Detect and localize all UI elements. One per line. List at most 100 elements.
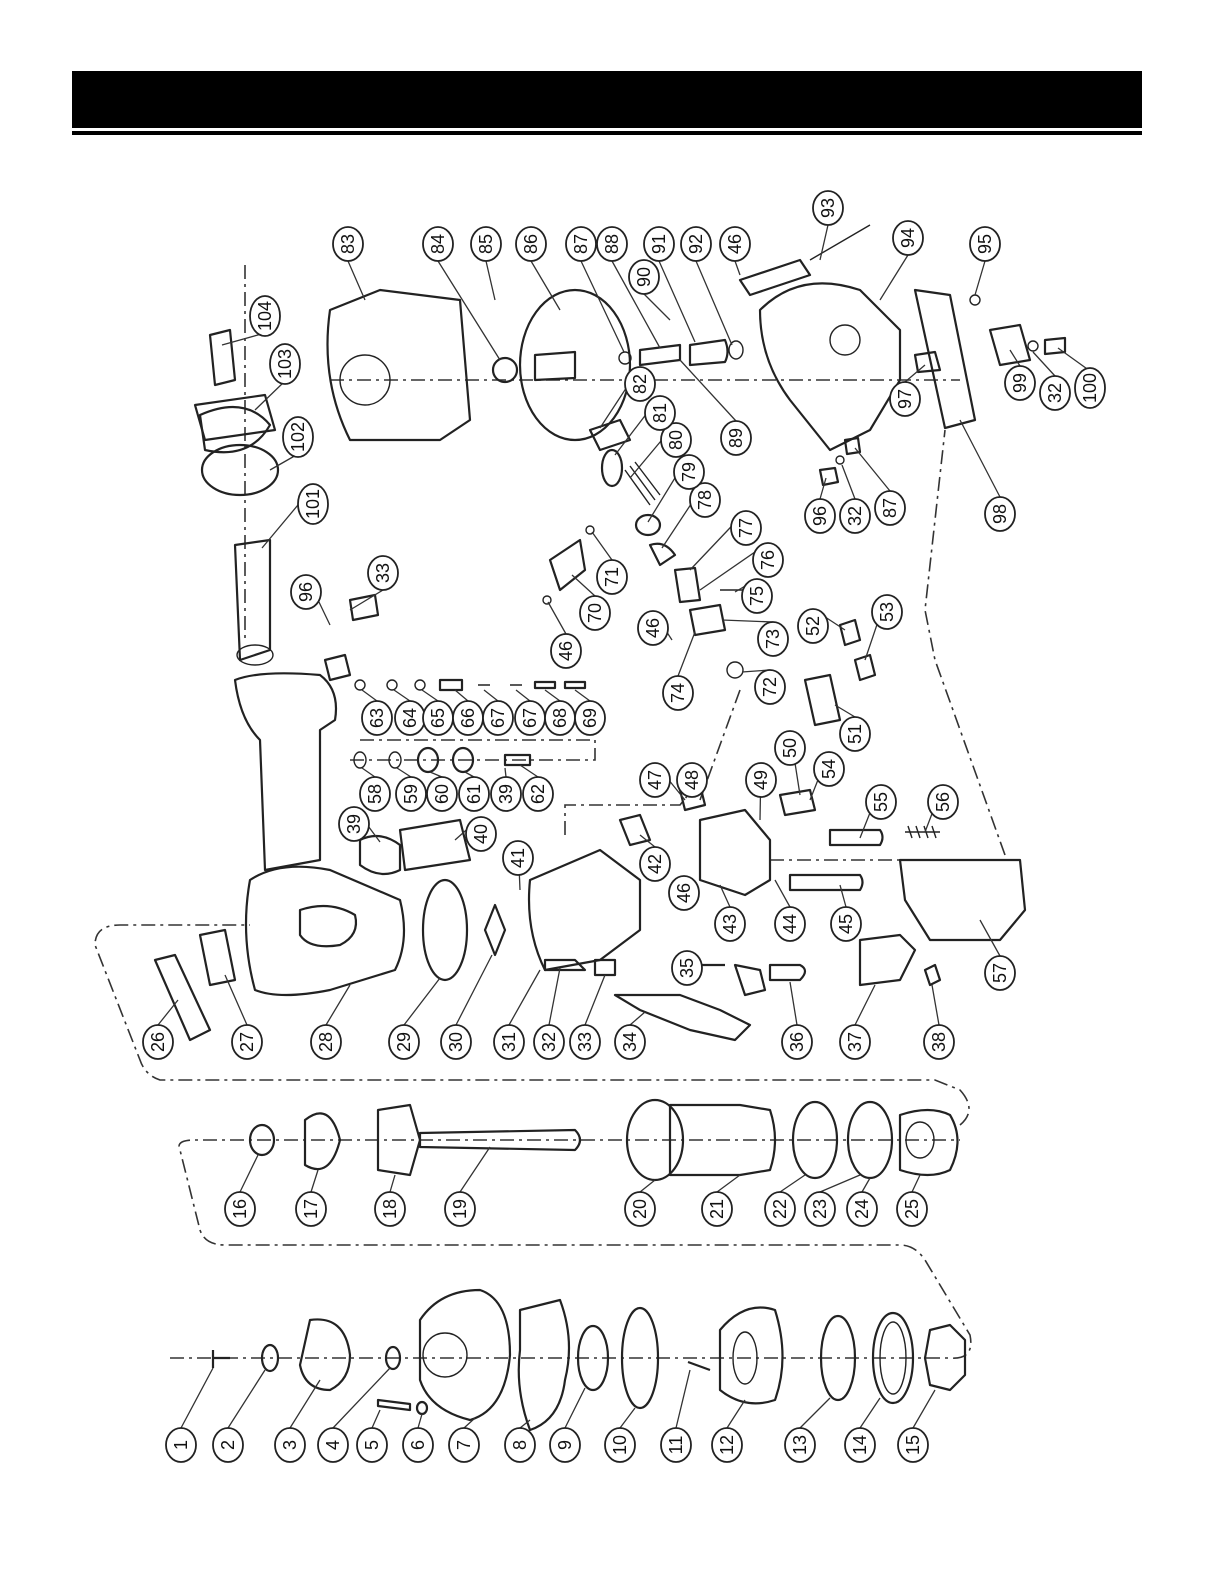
callout-circle	[269, 343, 301, 385]
callout-81: 81	[644, 395, 676, 431]
callout-42: 42	[639, 846, 671, 882]
callout-37: 37	[839, 1024, 871, 1060]
callout-number: 15	[903, 1435, 923, 1455]
callout-98: 98	[984, 496, 1016, 532]
callout-circle	[282, 416, 314, 458]
callout-circle	[356, 1427, 388, 1463]
callout-36: 36	[781, 1024, 813, 1060]
callout-58: 58	[359, 776, 391, 812]
callout-number: 46	[725, 234, 745, 254]
callout-number: 99	[1010, 373, 1030, 393]
callout-number: 74	[668, 683, 688, 703]
callout-90: 90	[628, 259, 660, 295]
callout-35: 35	[671, 950, 703, 986]
callout-circle	[624, 1191, 656, 1227]
callout-68: 68	[544, 700, 576, 736]
callout-circle	[754, 669, 786, 705]
callout-circle	[673, 454, 705, 490]
callout-number: 58	[365, 784, 385, 804]
callout-97: 97	[889, 381, 921, 417]
callout-25: 25	[896, 1191, 928, 1227]
callout-46: 46	[550, 633, 582, 669]
callout-circle	[741, 578, 773, 614]
callout-number: 11	[666, 1436, 686, 1455]
callout-number: 70	[585, 603, 605, 623]
callout-39: 39	[490, 776, 522, 812]
callout-19: 19	[444, 1191, 476, 1227]
callout-circle	[458, 776, 490, 812]
callout-circle	[660, 1427, 692, 1463]
callout-number: 3	[280, 1440, 300, 1450]
callout-number: 16	[230, 1199, 250, 1219]
callout-circle	[470, 226, 502, 262]
callout-8: 8	[504, 1427, 536, 1463]
callout-number: 24	[852, 1199, 872, 1219]
callout-number: 54	[819, 759, 839, 779]
callout-29: 29	[388, 1024, 420, 1060]
callout-number: 104	[255, 301, 275, 331]
callout-circle	[165, 1427, 197, 1463]
callout-number: 32	[539, 1032, 559, 1052]
callout-89: 89	[720, 420, 752, 456]
callout-circle	[579, 595, 611, 631]
callout-number: 85	[476, 234, 496, 254]
callout-83: 83	[332, 226, 364, 262]
callout-number: 14	[850, 1435, 870, 1455]
callout-102: 102	[282, 416, 314, 458]
callout-number: 39	[496, 784, 516, 804]
callout-number: 27	[237, 1032, 257, 1052]
callout-number: 20	[630, 1199, 650, 1219]
callout-99: 99	[1004, 365, 1036, 401]
callout-9: 9	[549, 1427, 581, 1463]
callout-circle	[730, 510, 762, 546]
callout-circle	[714, 906, 746, 942]
callout-number: 84	[428, 234, 448, 254]
callout-104: 104	[249, 295, 281, 337]
callout-number: 44	[780, 914, 800, 934]
callout-number: 32	[1045, 383, 1065, 403]
callout-number: 8	[510, 1440, 530, 1450]
callout-circle	[565, 226, 597, 262]
callout-56: 56	[927, 784, 959, 820]
callout-circle	[444, 1191, 476, 1227]
callout-circle	[927, 784, 959, 820]
callout-number: 37	[845, 1032, 865, 1052]
callout-circle	[757, 621, 789, 657]
callout-circle	[317, 1427, 349, 1463]
callout-51: 51	[839, 716, 871, 752]
callout-6: 6	[402, 1427, 434, 1463]
callout-circle	[637, 610, 669, 646]
callout-number: 63	[367, 708, 387, 728]
callout-number: 23	[810, 1199, 830, 1219]
callout-number: 43	[720, 914, 740, 934]
callout-64: 64	[394, 700, 426, 736]
callout-circle	[504, 1427, 536, 1463]
callout-circle	[231, 1024, 263, 1060]
callout-33: 33	[569, 1024, 601, 1060]
callout-32: 32	[839, 498, 871, 534]
callout-number: 50	[780, 738, 800, 758]
callout-circle	[764, 1191, 796, 1227]
callout-number: 45	[836, 914, 856, 934]
callout-circle	[865, 784, 897, 820]
callout-circle	[338, 806, 370, 842]
callout-34: 34	[614, 1024, 646, 1060]
callout-circle	[781, 1024, 813, 1060]
callout-71: 71	[596, 559, 628, 595]
callout-78: 78	[689, 482, 721, 518]
callout-12: 12	[711, 1427, 743, 1463]
callout-circle	[774, 906, 806, 942]
callout-96: 96	[804, 498, 836, 534]
header-bar	[72, 71, 1142, 128]
callout-circle	[1039, 375, 1071, 411]
callout-circle	[274, 1427, 306, 1463]
callout-number: 71	[602, 567, 622, 587]
callout-number: 2	[218, 1440, 238, 1450]
callout-circle	[844, 1427, 876, 1463]
callout-number: 69	[580, 708, 600, 728]
callout-circle	[310, 1024, 342, 1060]
callout-74: 74	[662, 675, 694, 711]
callout-number: 60	[432, 784, 452, 804]
callout-number: 103	[275, 349, 295, 379]
